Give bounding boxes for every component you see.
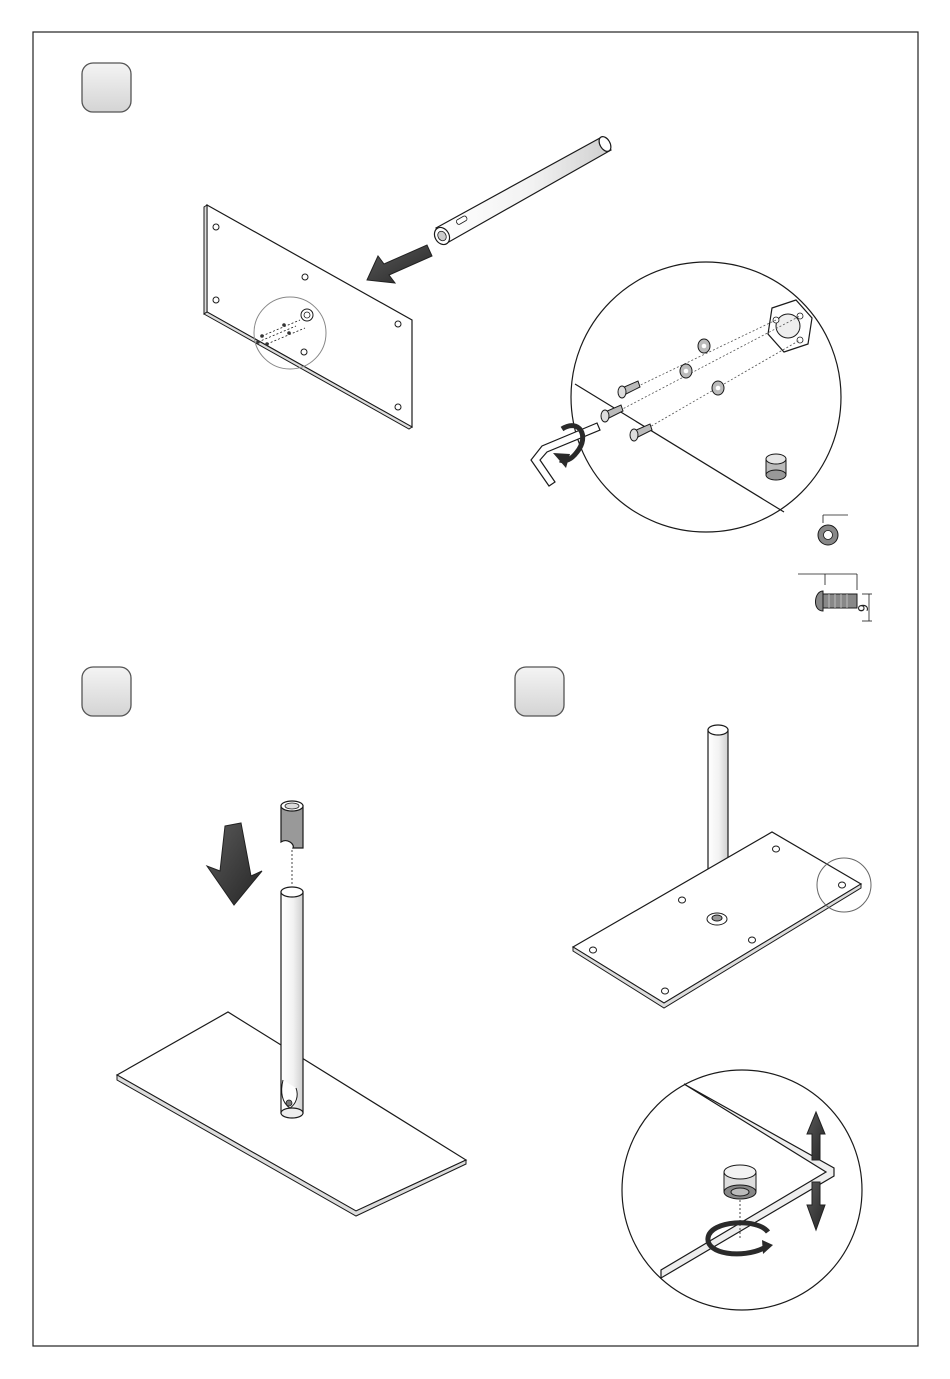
bolt-length-label: 6: [854, 604, 869, 612]
bolt-detail-magnifier: [571, 262, 841, 532]
step-1-badge: [82, 63, 131, 112]
support-pole: [431, 135, 613, 248]
press-down-arrow: [207, 823, 262, 905]
step-3-badge: [515, 667, 564, 716]
assembled-pole: [708, 725, 728, 873]
vertical-pole: [281, 887, 303, 1118]
washer-legend: [818, 515, 848, 545]
center-flange: [707, 913, 727, 925]
bolt-legend: 6: [798, 574, 872, 621]
insert-direction-arrow: [367, 245, 432, 283]
foot-adjust-magnifier: [622, 1070, 862, 1310]
foot-cap-part: [766, 454, 786, 480]
adjustable-foot: [724, 1165, 756, 1199]
step-2-badge: [82, 667, 131, 716]
pole-sleeve: [281, 801, 303, 848]
